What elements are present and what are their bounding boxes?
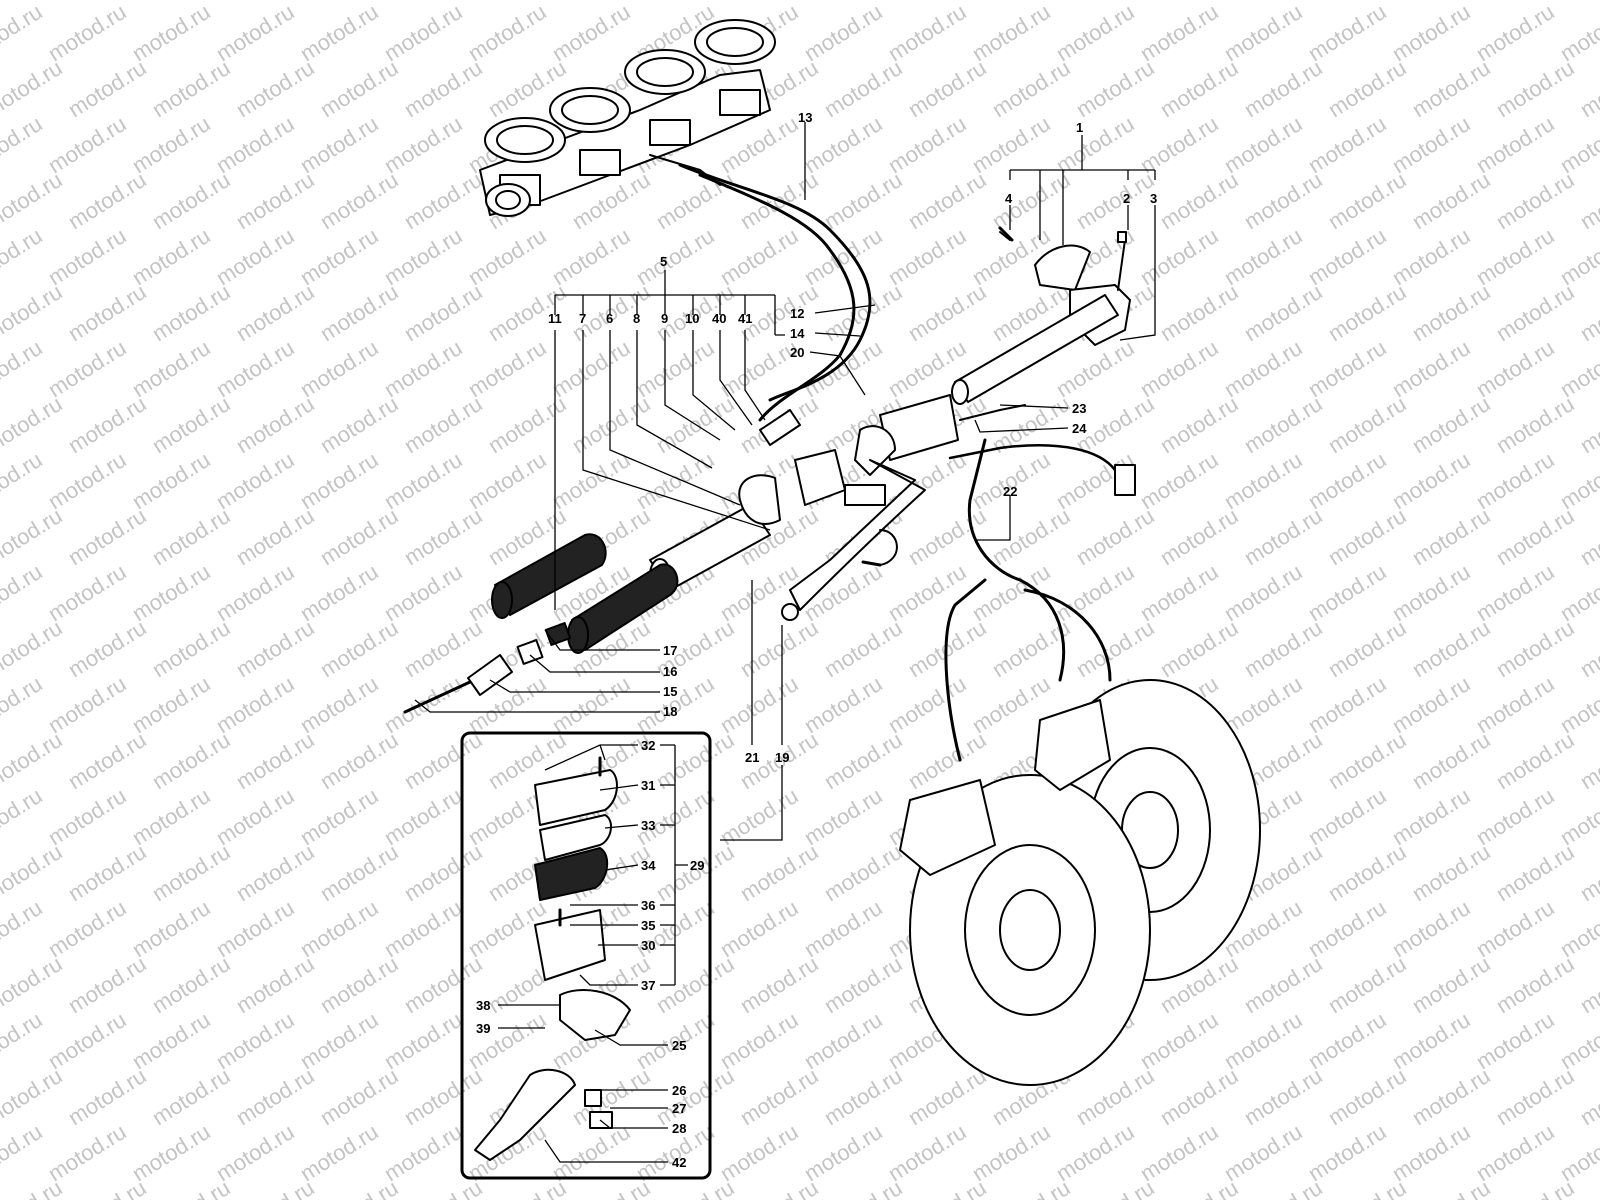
callout-25: 25 — [672, 1038, 686, 1053]
callout-24: 24 — [1072, 421, 1087, 436]
callout-2: 2 — [1123, 191, 1130, 206]
callout-22: 22 — [1003, 484, 1017, 499]
callout-35: 35 — [641, 918, 655, 933]
callout-1: 1 — [1076, 120, 1083, 135]
callout-12: 12 — [790, 306, 804, 321]
callout-6: 6 — [606, 311, 613, 326]
callout-7: 7 — [579, 311, 586, 326]
callout-17: 17 — [663, 643, 677, 658]
brake-discs-and-calipers — [899, 679, 1261, 1086]
callout-41: 41 — [738, 311, 752, 326]
clip-on-handlebar — [951, 226, 1131, 405]
callout-14: 14 — [790, 326, 805, 341]
throttle-cable-12 — [698, 173, 856, 422]
callout-5: 5 — [660, 254, 667, 269]
callout-30: 30 — [641, 938, 655, 953]
callout-11: 11 — [548, 311, 562, 326]
callout-23: 23 — [1072, 401, 1086, 416]
brake-hose-22 — [967, 438, 1066, 682]
callout-31: 31 — [641, 778, 655, 793]
callout-38: 38 — [476, 998, 490, 1013]
callout-15: 15 — [663, 684, 677, 699]
brake-hose-split — [944, 578, 987, 762]
callout-9: 9 — [661, 311, 668, 326]
callout-32: 32 — [641, 738, 655, 753]
callout-4: 4 — [1005, 191, 1013, 206]
throttle-body-assembly — [479, 19, 776, 217]
callout-36: 36 — [641, 898, 655, 913]
callout-labels: 1 2 3 4 5 6 7 8 9 10 11 12 13 14 15 16 1… — [476, 110, 1157, 1170]
inset-master-cylinder-parts — [474, 756, 631, 1161]
callout-19: 19 — [775, 750, 789, 765]
inset-frame — [460, 731, 712, 1180]
callout-28: 28 — [672, 1121, 686, 1136]
callout-3: 3 — [1150, 191, 1157, 206]
callout-33: 33 — [641, 818, 655, 833]
callout-16: 16 — [663, 664, 677, 679]
throttle-cable-13 — [678, 163, 872, 402]
grip-assembly — [403, 504, 771, 714]
callout-13: 13 — [798, 110, 812, 125]
callout-29: 29 — [690, 858, 704, 873]
callout-18: 18 — [663, 704, 677, 719]
master-cylinder-and-controls — [738, 394, 1136, 621]
callout-27: 27 — [672, 1101, 686, 1116]
callout-40: 40 — [712, 311, 726, 326]
callout-20: 20 — [790, 345, 804, 360]
leader-lines — [414, 122, 1156, 1163]
callout-42: 42 — [672, 1155, 686, 1170]
callout-10: 10 — [685, 311, 699, 326]
callout-37: 37 — [641, 978, 655, 993]
callout-8: 8 — [633, 311, 640, 326]
callout-39: 39 — [476, 1021, 490, 1036]
callout-26: 26 — [672, 1083, 686, 1098]
callout-34: 34 — [641, 858, 656, 873]
callout-21: 21 — [745, 750, 759, 765]
